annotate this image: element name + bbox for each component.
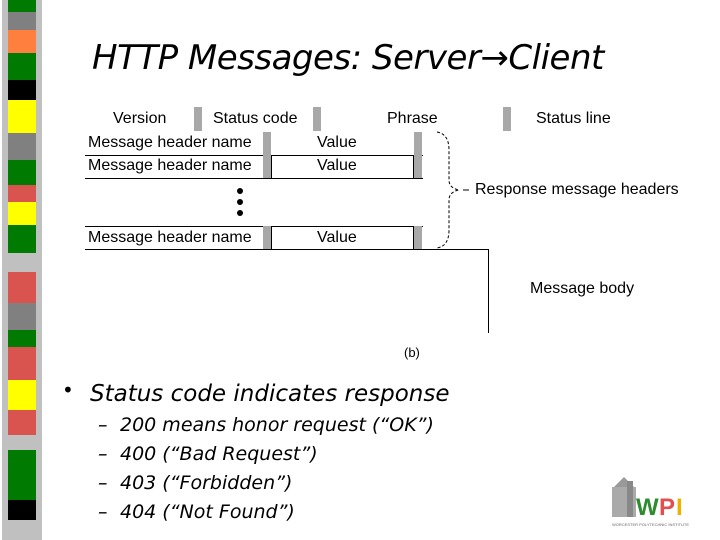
strip-block [8,202,36,225]
slide-title: HTTP Messages: Server→Client [92,38,604,78]
ellipsis-dot [237,210,243,216]
sub-item: –400 (“Bad Request”) [98,443,318,465]
strip-block [8,272,36,303]
header-value: Value [317,157,357,174]
bullet-icon: • [62,378,74,402]
separator [503,107,511,131]
strip-block [8,450,36,500]
body-line [488,249,489,333]
strip-block [8,410,36,435]
version-label: Version [113,110,167,127]
separator [263,132,271,178]
strip-block [8,380,36,410]
strip-block [8,347,36,380]
brace-icon [436,131,469,249]
strip-block [8,435,36,450]
strip-block [8,160,36,185]
ellipsis-dot [237,199,243,205]
strip-block [8,330,36,347]
separator [194,107,202,131]
svg-text:W: W [636,494,659,521]
headers-label: Response message headers [475,181,679,198]
status-line-label: Status line [536,110,611,127]
cell-line [413,226,414,249]
sub-item: –200 means honor request (“OK”) [98,414,434,436]
header-name: Message header name [88,229,252,246]
header-name: Message header name [88,157,252,174]
svg-text:P: P [659,494,675,521]
phrase-label: Phrase [387,110,438,127]
body-label: Message body [530,280,635,297]
separator [313,107,321,131]
cell-line [271,226,272,249]
strip-block [8,100,36,133]
header-value: Value [317,229,357,246]
strip-block [8,225,36,253]
header-value: Value [317,134,357,151]
strip-block [8,30,36,53]
row-line [85,178,423,179]
row-line [85,249,489,250]
bullet-main: Status code indicates response [90,381,450,407]
cell-line [413,155,414,178]
strip-block [8,500,36,520]
svg-text:I: I [676,494,683,521]
strip-block [8,253,36,272]
strip-block [8,53,36,80]
separator [414,132,422,178]
status-code-label: Status code [213,110,298,127]
separator [414,226,422,249]
strip-block [8,80,36,100]
row-line [85,155,423,156]
separator [263,226,271,249]
cell-line [271,155,272,178]
ellipsis-dot [237,188,243,194]
svg-text:WORCESTER POLYTECHNIC INSTITUT: WORCESTER POLYTECHNIC INSTITUTE [612,522,689,527]
strip-block [8,185,36,202]
strip-block [8,520,36,540]
header-name: Message header name [88,134,252,151]
sub-item: –404 (“Not Found”) [98,501,295,523]
caption: (b) [404,345,420,360]
wpi-logo: W P I WORCESTER POLYTECHNIC INSTITUTE [610,475,710,530]
row-line [85,226,423,227]
sub-item: –403 (“Forbidden”) [98,472,293,494]
strip-block [8,0,36,12]
